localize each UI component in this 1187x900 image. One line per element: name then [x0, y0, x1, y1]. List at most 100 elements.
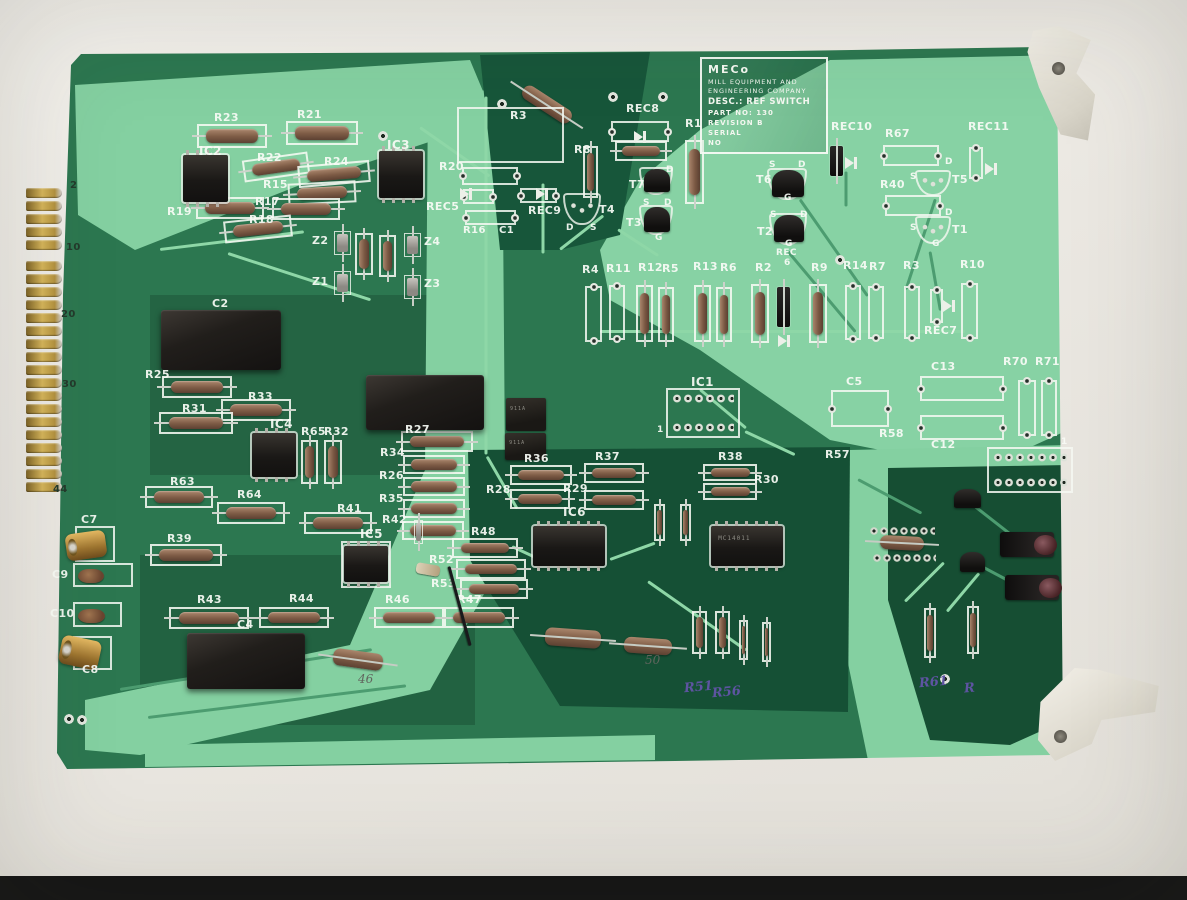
silk-label: R25	[145, 368, 170, 381]
resistor	[452, 538, 518, 558]
ic-chip-dip8	[252, 428, 296, 482]
diode	[777, 287, 790, 327]
diode-symbol	[845, 157, 857, 169]
silk-label: 6	[784, 258, 791, 268]
gold-edge-finger	[26, 391, 62, 401]
silk-label: R5	[662, 262, 679, 275]
diode	[830, 146, 843, 176]
film-capacitor: 911A	[506, 398, 546, 431]
diode-symbol	[536, 188, 548, 200]
unpopulated-footprint	[609, 285, 625, 340]
silk-label: T1	[952, 223, 968, 236]
silk-label: G	[655, 233, 663, 243]
silk-label: D	[566, 223, 574, 233]
silk-label: R32	[324, 425, 349, 438]
resistor-vertical	[762, 622, 771, 662]
silk-label: C8	[82, 663, 99, 676]
silk-label: REC	[776, 248, 797, 258]
solder-pad	[378, 131, 388, 141]
resistor	[197, 124, 267, 148]
silk-label: C10	[50, 607, 75, 620]
silk-label: R31	[182, 402, 207, 415]
silk-label: REC11	[968, 120, 1010, 133]
ic-chip-dip8	[183, 150, 228, 207]
transistor	[644, 207, 670, 232]
gold-edge-finger	[26, 313, 62, 323]
gold-edge-finger	[26, 214, 62, 224]
silk-label: R36	[524, 452, 549, 465]
silk-label: R29	[563, 482, 588, 495]
gold-edge-finger	[26, 365, 62, 375]
resistor-vertical	[636, 285, 653, 342]
silk-label: T7	[629, 178, 645, 191]
silk-label: R27	[405, 423, 430, 436]
handwritten-note: R61	[918, 673, 949, 692]
transistor	[954, 489, 981, 508]
part-number: PART NO: 130	[708, 109, 774, 117]
silk-label: R37	[595, 450, 620, 463]
card-ejector-handle-top	[1027, 26, 1096, 141]
silk-label: R20	[439, 160, 464, 173]
revision: REVISION B	[708, 119, 764, 127]
silk-label: 1	[657, 425, 664, 435]
silk-label: IC3	[387, 138, 410, 152]
silk-label: C7	[81, 513, 98, 526]
zener-diode	[414, 520, 423, 544]
unpopulated-footprint	[961, 283, 978, 339]
resistor-vertical	[654, 504, 665, 541]
solder-pad	[77, 715, 87, 725]
unpopulated-footprint	[465, 210, 516, 225]
silk-label: R2	[755, 261, 772, 274]
unpopulated-footprint	[1041, 380, 1057, 436]
silk-label: Z1	[312, 275, 329, 288]
silk-label: R22	[257, 151, 282, 164]
gold-edge-finger	[26, 300, 62, 310]
silk-label: C9	[52, 568, 69, 581]
electrolytic-capacitor	[64, 529, 108, 562]
silk-label: IC1	[691, 375, 714, 389]
zener-diode	[404, 233, 421, 257]
resistor	[510, 489, 570, 509]
silk-label: T6	[756, 173, 772, 186]
serial-label: SERIAL	[708, 129, 742, 137]
resistor-vertical	[680, 504, 691, 541]
silk-label: G	[785, 239, 793, 249]
edge-connector	[26, 188, 64, 502]
resistor-loose	[544, 627, 602, 649]
transistor	[774, 215, 804, 242]
gold-edge-finger	[26, 261, 62, 271]
silk-label: Z4	[424, 235, 441, 248]
silk-label: D	[945, 157, 953, 167]
company-line3: ENGINEERING COMPANY	[708, 87, 807, 95]
silk-label: REC9	[528, 204, 562, 217]
solder-pad	[658, 92, 668, 102]
silk-label: IC2	[199, 144, 222, 158]
handwritten-note: R	[963, 680, 976, 697]
silk-label: R52	[429, 553, 454, 566]
diode-symbol	[460, 188, 472, 200]
silk-label: R12	[638, 261, 663, 274]
resistor	[221, 399, 291, 421]
silk-label: 20	[61, 309, 76, 320]
resistor	[703, 483, 757, 500]
gold-edge-finger	[26, 482, 62, 492]
silk-label: REC5	[426, 200, 460, 213]
resistor-vertical	[301, 440, 318, 484]
silk-label: C2	[212, 297, 229, 310]
silk-label: Z3	[424, 277, 441, 290]
silk-label: R53	[431, 577, 456, 590]
silk-label: T3	[626, 216, 642, 229]
silk-label: IC6	[563, 505, 586, 519]
led-indicator	[1005, 575, 1062, 600]
diode-symbol	[778, 335, 790, 347]
silk-label: S	[769, 160, 776, 170]
silk-label: R16	[463, 225, 486, 236]
silk-label: R33	[248, 390, 273, 403]
silk-label: R26	[379, 469, 404, 482]
silk-label: T5	[952, 173, 968, 186]
silk-label: REC8	[626, 102, 660, 115]
silk-label: R9	[811, 261, 828, 274]
gold-edge-finger	[26, 352, 62, 362]
silk-label: D	[664, 198, 672, 208]
resistor	[584, 490, 644, 510]
